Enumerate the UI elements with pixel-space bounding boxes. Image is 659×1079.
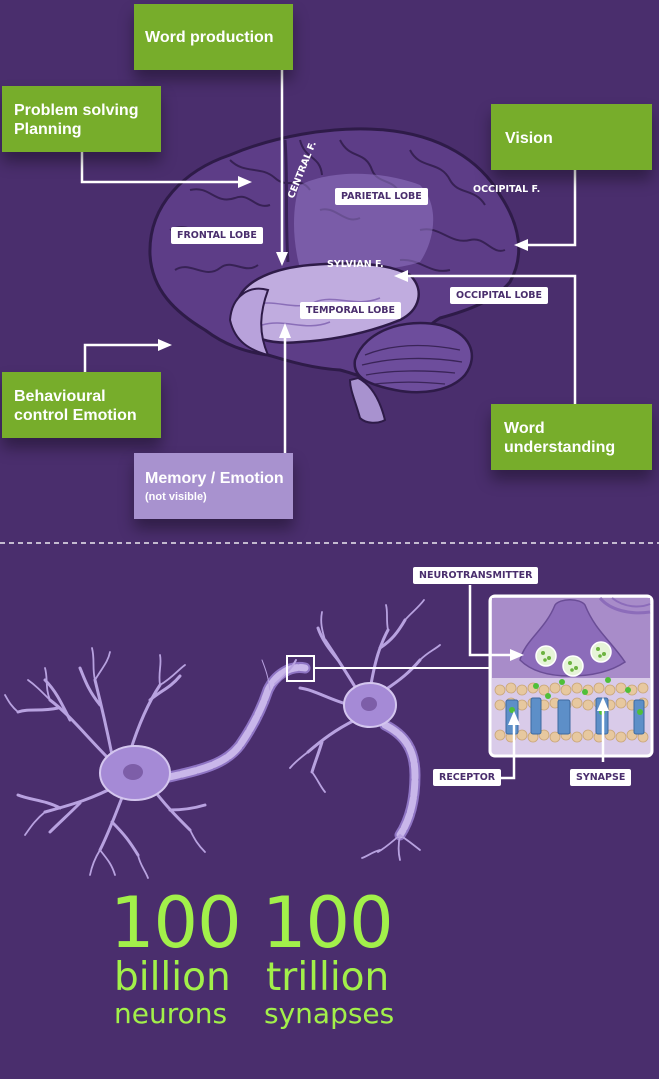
- neuron-right-body: [343, 682, 397, 728]
- synapses-stat-number: 100: [262, 882, 394, 964]
- memory-note: (not visible): [145, 491, 207, 503]
- behavioural-label: Behavioural control Emotion: [14, 388, 137, 424]
- neurons-stat: 100 billion neurons: [110, 882, 242, 1030]
- vision-box: Vision: [491, 104, 652, 170]
- synapses-stat-noun: synapses: [264, 997, 395, 1030]
- neuron-right: [289, 599, 441, 861]
- word-production-box: Word production: [134, 4, 293, 70]
- parietal-lobe-tag: PARIETAL LOBE: [335, 188, 428, 205]
- neurons-stat-noun: neurons: [114, 997, 228, 1030]
- neuron-left: [4, 647, 311, 879]
- memory-label: Memory / Emotion: [145, 470, 284, 487]
- word-production-label: Word production: [145, 29, 274, 46]
- synapses-stat-unit: trillion: [266, 955, 390, 1000]
- word-understanding-box: Word understanding: [491, 404, 652, 470]
- receptor-tag: RECEPTOR: [433, 769, 502, 786]
- frontal-lobe-tag: FRONTAL LOBE: [171, 227, 263, 244]
- temporal-lobe-tag: TEMPORAL LOBE: [300, 302, 402, 319]
- neurotransmitter-tag: NEUROTRANSMITTER: [413, 567, 539, 584]
- neurons-stat-number: 100: [110, 882, 242, 964]
- sylvian-fissure-label: SYLVIAN F.: [327, 259, 384, 270]
- problem-solving-box: Problem solving Planning: [2, 86, 161, 152]
- synapse-tag: SYNAPSE: [570, 769, 632, 786]
- zoom-connector: [286, 655, 490, 682]
- neuron-left-body: [99, 745, 171, 801]
- problem-solving-label: Problem solving Planning: [14, 102, 139, 138]
- brain-arrows: [80, 70, 577, 455]
- vision-label: Vision: [505, 130, 553, 147]
- memory-box: Memory / Emotion (not visible): [134, 453, 293, 519]
- behavioural-box: Behavioural control Emotion: [2, 372, 161, 438]
- occipital-fissure-label: OCCIPITAL F.: [473, 184, 541, 195]
- synapses-stat: 100 trillion synapses: [262, 888, 394, 1030]
- word-understanding-label: Word understanding: [504, 420, 616, 456]
- synapse-inset: [468, 585, 654, 780]
- neurons-stat-unit: billion: [114, 955, 231, 1000]
- occipital-lobe-tag: OCCIPITAL LOBE: [450, 287, 549, 304]
